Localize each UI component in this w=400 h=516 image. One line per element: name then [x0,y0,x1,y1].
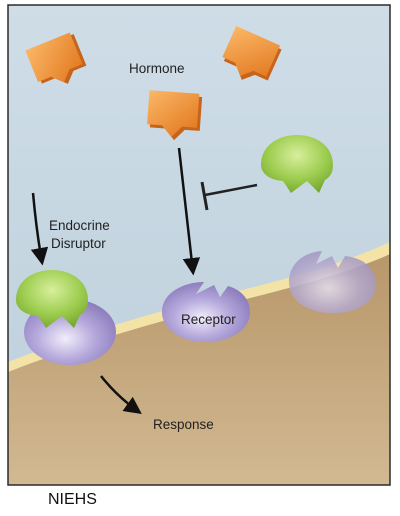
response-arrow [100,375,142,415]
hormone-shape-top-right-icon [222,25,282,81]
receptor-bound-disruptor [16,270,116,365]
disruptor-shape-bound-icon [16,270,88,328]
hormone-shape-middle-icon [147,90,203,141]
hormone-binding-arrow [177,147,201,276]
inhibition-bar-icon [200,181,209,211]
receptor-shape-middle-icon [162,282,250,342]
receptor-shape-right-icon [289,251,376,313]
inhibition-line [204,183,258,197]
panel-border [7,4,391,486]
hormone-shape-top-left-icon [25,32,87,84]
cell-interior [8,254,390,485]
receptor-label: Receptor [181,312,236,327]
source-credit: NIEHS [48,491,97,508]
disruptor-binding-arrow [30,192,49,266]
hormone-label: Hormone [129,61,185,76]
response-label: Response [153,417,214,432]
disruptor-label-line1: Endocrine [49,218,110,233]
disruptor-shape-free-icon [261,135,333,193]
disruptor-label-line2: Disruptor [51,236,106,251]
receptor-empty: Receptor [162,282,250,342]
